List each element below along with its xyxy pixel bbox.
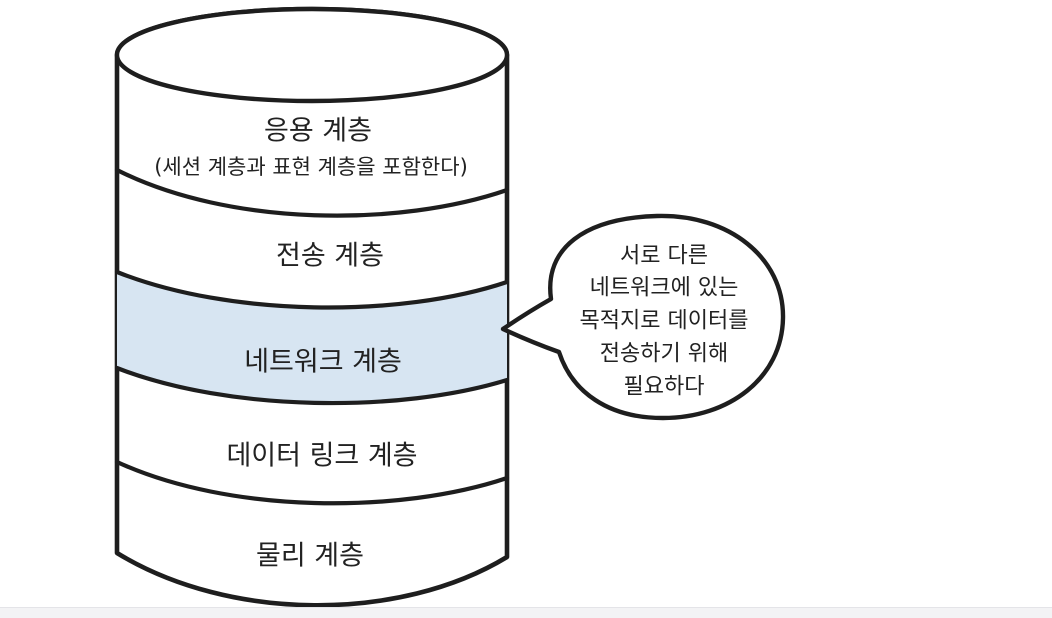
page-bottom-strip: [0, 607, 1052, 618]
callout-text-line-1: 서로 다른: [620, 244, 708, 269]
callout-text-line-3: 목적지로 데이터를: [580, 309, 749, 334]
layer-divider-4: [114, 459, 510, 506]
layer-label-physical: 물리 계층: [256, 541, 364, 572]
layer-divider-3: [114, 365, 510, 406]
layer-label-application-note: (세션 계층과 표현 계층을 포함한다): [154, 155, 468, 179]
layer-label-application: 응용 계층: [264, 116, 372, 147]
layer-label-network: 네트워크 계층: [244, 347, 402, 378]
layer-label-transport: 전송 계층: [276, 241, 384, 272]
cylinder-top-ellipse: [114, 6, 510, 104]
callout-text-line-2: 네트워크에 있는: [590, 276, 739, 301]
layer-label-datalink: 데이터 링크 계층: [226, 441, 417, 472]
layer-divider-2: [114, 269, 510, 310]
callout-text-line-4: 전송하기 위해: [600, 342, 728, 367]
layer-divider-1: [114, 167, 510, 218]
callout-text-line-5: 필요하다: [624, 375, 705, 400]
callout-bubble: [500, 213, 786, 421]
